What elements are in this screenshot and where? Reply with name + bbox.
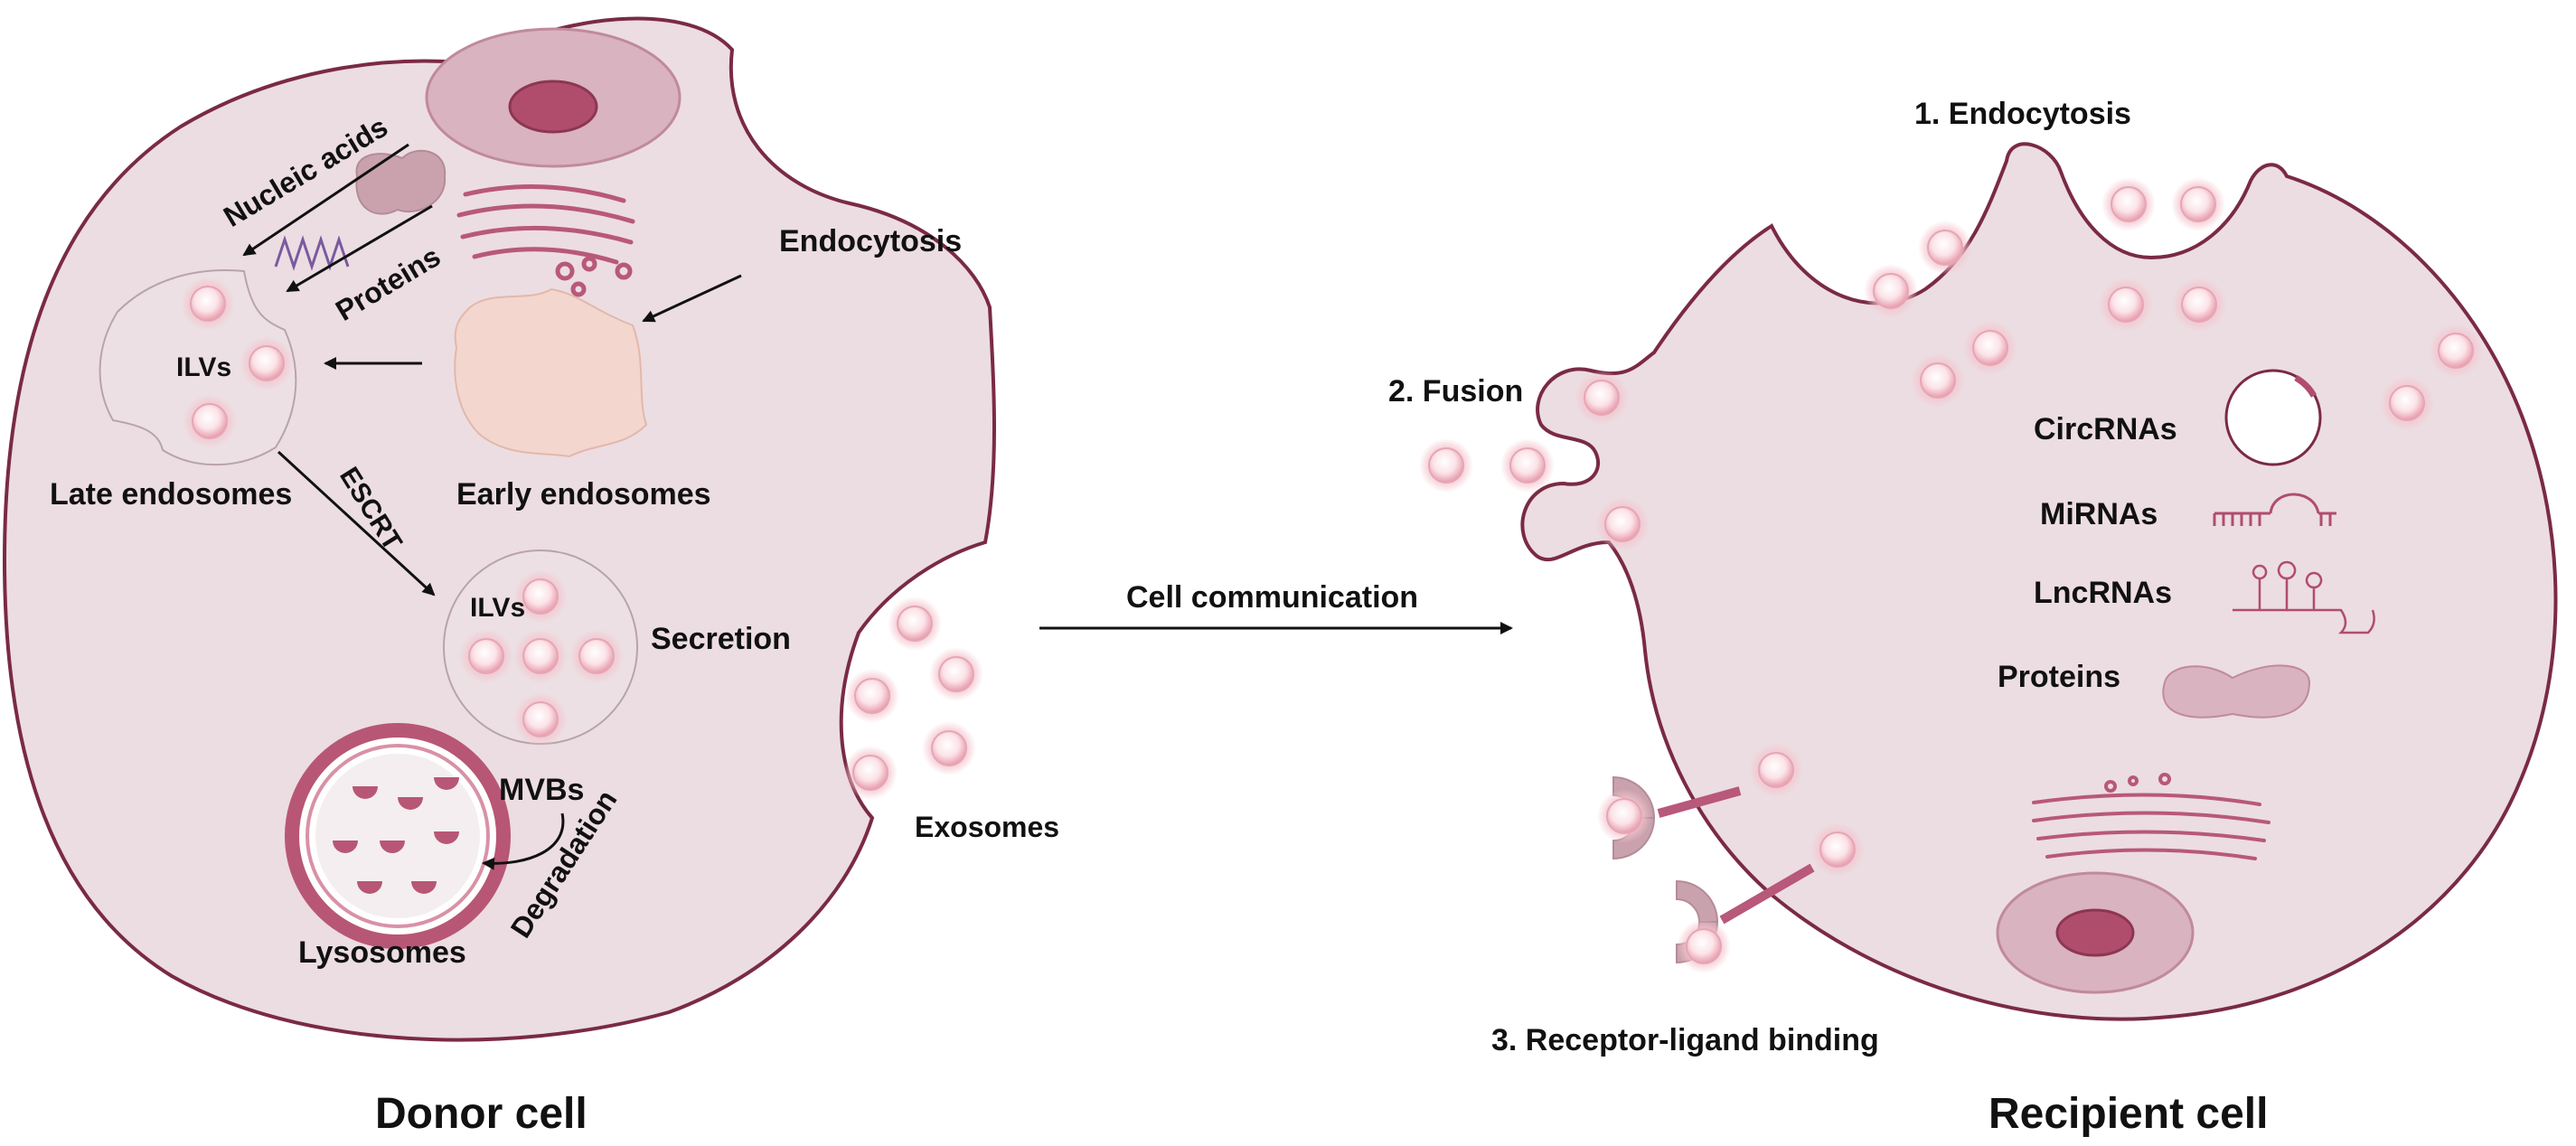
exosome	[1810, 822, 1866, 878]
label-step-fusion: 2. Fusion	[1388, 374, 1523, 409]
mirna-icon	[2213, 493, 2336, 526]
label-ilvs: ILVs	[176, 352, 231, 382]
label-ilvs-mvb: ILVs	[470, 593, 525, 623]
arrow-mvb-to-lysosome	[482, 813, 565, 870]
label-early-endosomes: Early endosomes	[456, 477, 711, 512]
exosome	[2171, 277, 2227, 333]
exosome	[1594, 496, 1650, 552]
label-circrnas: CircRNAs	[2034, 412, 2177, 446]
protein-blob-icon	[355, 149, 447, 215]
exosome	[1863, 263, 1919, 319]
receptor-icon	[1596, 775, 1742, 860]
recipient-labels: 1. Endocytosis 2. Fusion CircRNAs MiRNAs…	[1388, 97, 2268, 1138]
exosome	[1418, 437, 1474, 493]
recipient-cell	[1418, 142, 2558, 1021]
exosome	[2170, 176, 2226, 232]
recipient-cell-title: Recipient cell	[1988, 1090, 2268, 1138]
receptor-icon	[1676, 863, 1815, 974]
mvb-secretion-icon	[443, 550, 638, 747]
label-step-receptor-ligand: 3. Receptor-ligand binding	[1491, 1023, 1879, 1057]
exosome	[887, 596, 943, 652]
label-step-endocytosis: 1. Endocytosis	[1914, 97, 2131, 131]
lysosome-icon	[285, 723, 511, 949]
label-lncrnas: LncRNAs	[2034, 576, 2172, 610]
early-endosome-icon	[454, 287, 648, 458]
label-proteins-recipient: Proteins	[1998, 660, 2120, 694]
lncrna-icon	[2233, 560, 2375, 634]
exosome	[928, 646, 984, 702]
exosome	[2428, 323, 2484, 379]
arrow-escrt	[277, 450, 436, 596]
late-endosome-icon	[99, 269, 297, 466]
golgi-apparatus-icon	[456, 183, 635, 297]
exosome	[921, 720, 977, 776]
exosome	[1748, 742, 1804, 798]
exosome	[2101, 176, 2157, 232]
exosome	[2379, 375, 2435, 431]
donor-cell-membrane	[2, 16, 996, 1042]
circrna-icon	[2224, 369, 2322, 466]
exosome	[1910, 352, 1966, 409]
protein-icon	[2162, 664, 2311, 719]
exosome	[844, 668, 900, 724]
exosome	[1962, 320, 2018, 376]
donor-cell-title: Donor cell	[375, 1090, 588, 1138]
exosome	[1917, 220, 1973, 276]
center-labels: Cell communication Exosomes	[915, 580, 1418, 843]
label-exosomes: Exosomes	[915, 811, 1059, 843]
recipient-nucleus	[1996, 871, 2195, 994]
exosome	[1500, 437, 1556, 493]
label-mirnas: MiRNAs	[2040, 497, 2158, 531]
label-cell-communication: Cell communication	[1126, 580, 1418, 615]
label-mvbs: MVBs	[499, 773, 584, 807]
recipient-golgi-icon	[2032, 773, 2270, 860]
exosome	[842, 745, 898, 801]
arrow-proteins	[286, 204, 433, 293]
label-lysosomes: Lysosomes	[298, 935, 466, 970]
arrow-nucleic-acids	[242, 143, 409, 257]
arrow-endocytosis	[642, 274, 742, 323]
label-secretion: Secretion	[651, 622, 791, 656]
recipient-cell-membrane	[1520, 142, 2558, 1021]
label-endocytosis: Endocytosis	[779, 224, 962, 258]
donor-nucleus	[425, 27, 682, 168]
donor-cell	[2, 16, 996, 1042]
label-late-endosomes: Late endosomes	[50, 477, 292, 512]
exosome	[2098, 277, 2154, 333]
exosome	[1574, 370, 1630, 426]
nucleic-acid-icon	[274, 235, 350, 271]
